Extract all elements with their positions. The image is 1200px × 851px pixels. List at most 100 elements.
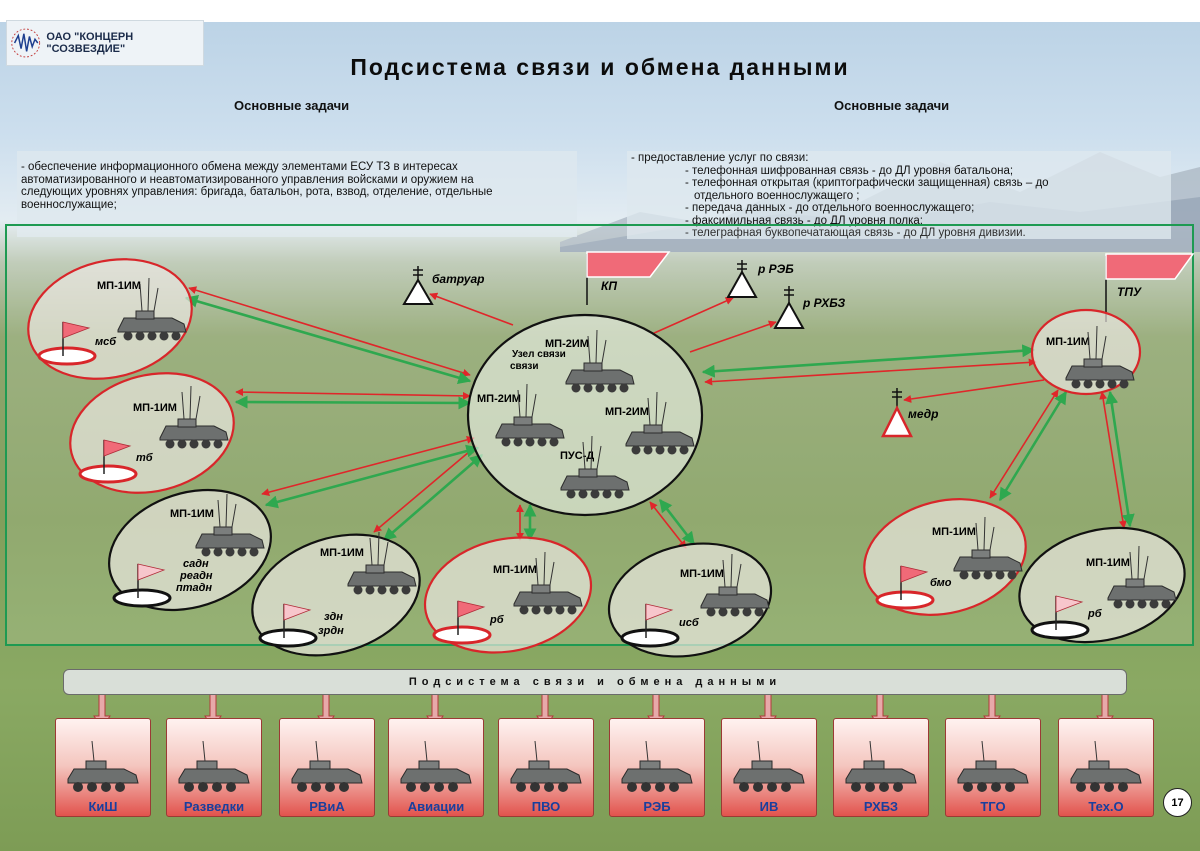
green-link [1105,390,1135,528]
green-link [701,344,1036,378]
post-label: медр [908,407,938,421]
rear-post-flag: ТПУ [1105,253,1195,322]
red-link [235,388,471,400]
unit-vehicle-label: МП-1ИМ [680,568,724,580]
unit-node-rb-right: МП-1ИМ рб [1018,526,1186,644]
service-label: ТГО [980,799,1006,814]
service-module: РВиА [279,718,375,817]
service-module: Авиации [388,718,484,817]
service-label: Тех.О [1088,799,1124,814]
right-task-line: - передача данных - до отдельного военно… [685,202,975,214]
unit-label: мсб [95,336,117,348]
service-vehicle-icon [1070,740,1142,792]
red-link [989,389,1059,499]
company-name: ОАО "КОНЦЕРН "СОЗВЕЗДИЕ" [46,31,134,55]
right-task-line: - телеграфная буквопечатающая связь - до… [685,227,1026,239]
rear-post-label: ТПУ [1117,285,1142,299]
service-vehicle-icon [845,740,917,792]
left-tasks-heading: Основные задачи [234,98,350,113]
right-task-line: - телефонная шифрованная связь - до ДЛ у… [685,164,1014,177]
unit-node-msb: МП-1ИМ мсб [27,258,193,380]
service-vehicle-icon [957,740,1029,792]
green-link [383,454,483,541]
post-medr: медр [880,387,938,438]
service-module: КиШ [55,718,151,817]
left-task-line: следующих уровнях управления: бригада, б… [21,186,493,198]
service-vehicle-icon [621,740,693,792]
service-label: РЭБ [643,799,671,814]
service-label: ИВ [759,799,779,814]
left-task-line: - обеспечение информационного обмена меж… [21,161,458,173]
unit-node-isb: МП-1ИМ исб [607,542,773,658]
post-label: батруар [432,272,484,286]
unit-label: исб [679,617,700,629]
left-task-line: автоматизированного и неавтоматизированн… [21,173,474,186]
green-link [184,295,472,384]
unit-node-tb: МП-1ИМ тб [69,372,235,494]
red-link [689,320,777,353]
hub-vehicle-label: МП-2ИМ [545,338,589,350]
red-link [261,435,475,497]
unit-vehicle-label: МП-1ИМ [1046,336,1090,348]
page-title: Подсистема связи и обмена данными [350,54,850,80]
left-task-line: военнослужащие; [21,198,117,211]
service-module: РХБЗ [833,718,929,817]
service-module: Разведки [166,718,262,817]
hub-vehicle-label: МП-2ИМ [605,406,649,418]
unit-node-tpu: МП-1ИМ [1030,308,1142,396]
unit-label: бмо [930,577,952,589]
post-rhbz: р РХБЗ [773,285,846,329]
right-task-line: - предоставление услуг по связи: [631,152,809,164]
red-link [704,358,1037,386]
green-links [184,295,1135,546]
right-task-line: - факсимильная связь - до ДЛ уровня полк… [685,214,923,227]
unit-label: тб [136,452,154,464]
unit-vehicle-label: МП-1ИМ [493,564,537,576]
service-label: Разведки [183,799,245,814]
service-module: ИВ [721,718,817,817]
unit-vehicle-label: МП-1ИМ [1086,557,1130,569]
service-label: ПВО [531,799,561,814]
red-link [651,297,734,335]
service-label: КиШ [88,799,118,814]
post-label: р РЭБ [757,262,794,276]
service-vehicle-icon [178,740,250,792]
red-link [903,379,1045,403]
post-reb: р РЭБ [726,259,794,298]
right-tasks-heading: Основные задачи [834,98,950,113]
unit-vehicle-label: МП-1ИМ [97,280,141,292]
unit-vehicle-label: МП-1ИМ [133,402,177,414]
left-tasks-box: - обеспечение информационного обмена меж… [17,151,577,237]
service-vehicle-icon [510,740,582,792]
service-module: Тех.О [1058,718,1154,817]
unit-vehicle-label: МП-1ИМ [170,508,214,520]
post-label: р РХБЗ [802,296,846,310]
unit-label: рб [489,614,505,626]
constellation-logo-icon [11,28,41,58]
unit-label: рб [1087,608,1103,620]
red-link [429,292,514,326]
service-label: РВиА [309,799,345,814]
service-label: Авиации [407,799,465,814]
company-logo: ОАО "КОНЦЕРН "СОЗВЕЗДИЕ" [6,20,204,66]
service-module: ТГО [945,718,1041,817]
green-link [998,390,1068,502]
right-task-line: - телефонная открытая (криптографически … [685,177,1049,189]
green-link [658,498,696,546]
unit-vehicle-label: МП-1ИМ [320,547,364,559]
unit-node-bmo: МП-1ИМ бмо [863,498,1027,616]
hub-vehicle-label: МП-2ИМ [477,393,521,405]
green-link [264,444,480,509]
unit-node-rb-center: МП-1ИМ рб [423,536,593,654]
data-exchange-bar: Подсистема связи и обмена данными [63,669,1127,695]
unit-vehicle-label: МП-1ИМ [932,526,976,538]
post-batruar: батруар [402,265,484,305]
command-post-label: КП [601,279,617,293]
red-link [373,445,477,533]
right-task-line: отдельного военнослужащего ; [694,189,860,202]
